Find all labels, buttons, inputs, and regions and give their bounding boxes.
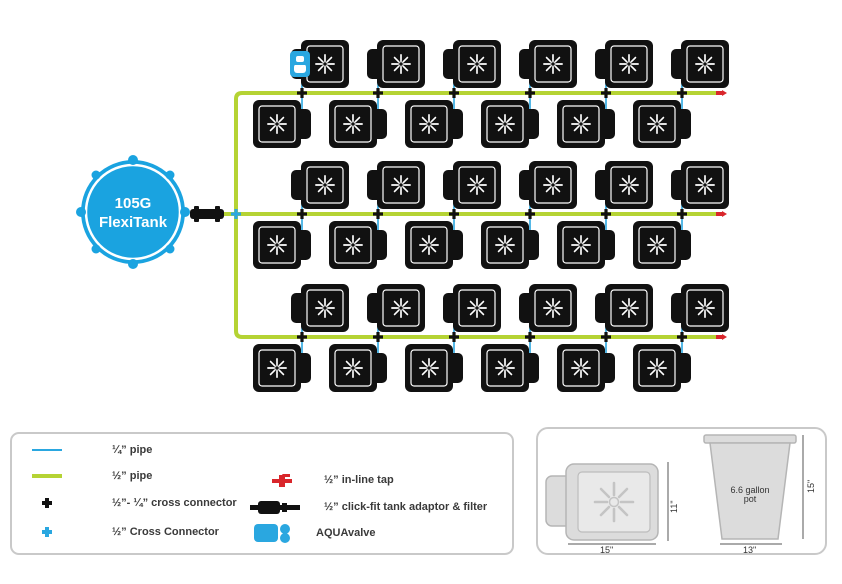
mixed-cross-connector — [373, 209, 383, 219]
legend-mixed-cross: ½”- ¼” cross connector — [30, 497, 237, 509]
pot-width-label: 13" — [743, 545, 756, 553]
pot — [595, 284, 653, 332]
mixed-cross-connector — [449, 332, 459, 342]
legend-tank-adaptor-label: ½” click-fit tank adaptor & filter — [324, 501, 488, 513]
pot — [367, 40, 425, 88]
pot — [481, 100, 539, 148]
mixed-cross-connector — [601, 209, 611, 219]
pot — [519, 40, 577, 88]
pot — [443, 284, 501, 332]
half-cross-connector — [231, 209, 241, 219]
pot — [405, 100, 463, 148]
mixed-cross-connector — [373, 88, 383, 98]
legend-aquavalve-label: AQUAvalve — [316, 527, 376, 539]
pot — [367, 284, 425, 332]
pot — [519, 161, 577, 209]
pot — [671, 161, 729, 209]
aquavalve-icon — [254, 524, 290, 543]
pot — [633, 221, 691, 269]
quarter-pipe-swatch — [32, 449, 62, 451]
cross-connectors — [231, 88, 687, 342]
pot — [481, 344, 539, 392]
legend-aquavalve: AQUAvalve — [252, 522, 376, 544]
inline-taps — [716, 90, 727, 340]
mixed-cross-connector — [677, 88, 687, 98]
pot — [557, 100, 615, 148]
mixed-cross-connector — [449, 88, 459, 98]
legend-quarter-pipe-label: ¼” pipe — [112, 444, 153, 456]
pot — [367, 161, 425, 209]
legend-half-cross: ½” Cross Connector — [30, 526, 219, 538]
legend-half-pipe: ½” pipe — [30, 470, 152, 482]
blue-cross-icon — [42, 527, 52, 537]
pot — [595, 161, 653, 209]
tray-width-label: 15" — [600, 545, 613, 553]
pot — [595, 40, 653, 88]
pot — [405, 344, 463, 392]
pot — [443, 161, 501, 209]
pot — [671, 40, 729, 88]
pot — [671, 284, 729, 332]
inline-tap — [716, 211, 727, 217]
mixed-cross-connector — [373, 332, 383, 342]
legend-half-cross-label: ½” Cross Connector — [112, 526, 219, 538]
inline-tap — [716, 334, 727, 340]
mixed-cross-connector — [525, 88, 535, 98]
tank-label-line2: FlexiTank — [99, 214, 168, 231]
legend-inline-tap-label: ½” in-line tap — [324, 474, 394, 486]
mixed-cross-connector — [297, 88, 307, 98]
tray-side-view — [545, 463, 659, 541]
pot — [443, 40, 501, 88]
pot — [519, 284, 577, 332]
inline-tap — [716, 90, 727, 96]
pot — [633, 100, 691, 148]
pot — [291, 284, 349, 332]
pot-label-line2: pot — [744, 494, 757, 504]
pot — [253, 100, 311, 148]
pot — [329, 100, 387, 148]
legend-quarter-pipe: ¼” pipe — [30, 444, 152, 456]
tray-flower-icon — [593, 481, 635, 523]
mixed-cross-connector — [601, 88, 611, 98]
legend-inline-tap: ½” in-line tap — [256, 471, 394, 489]
legend-mixed-cross-label: ½”- ¼” cross connector — [112, 497, 237, 509]
mixed-cross-connector — [297, 209, 307, 219]
pot — [633, 344, 691, 392]
tank-adaptor-filter — [190, 206, 224, 222]
tray-depth-label: 11" — [669, 500, 679, 513]
pot — [557, 344, 615, 392]
flexitank: 105G FlexiTank — [76, 155, 190, 269]
mixed-cross-connector — [677, 332, 687, 342]
dimensions-drawing: 15" 11" 6.6 gallon pot 13" 15" — [545, 434, 816, 555]
tank-label-line1: 105G — [115, 195, 152, 212]
inline-tap-icon — [272, 474, 292, 487]
pot — [481, 221, 539, 269]
pot — [405, 221, 463, 269]
black-cross-icon — [42, 498, 52, 508]
pot-grid — [253, 40, 729, 392]
pot — [291, 161, 349, 209]
pot — [253, 221, 311, 269]
mixed-cross-connector — [601, 332, 611, 342]
pot-height-label: 15" — [806, 480, 816, 493]
legend: ¼” pipe ½” pipe ½”- ¼” cross connector ½… — [10, 432, 514, 555]
mixed-cross-connector — [297, 332, 307, 342]
mixed-cross-connector — [525, 332, 535, 342]
pot — [329, 221, 387, 269]
pot-side-view: 6.6 gallon pot — [703, 434, 797, 540]
dimensions-panel: 15" 11" 6.6 gallon pot 13" 15" — [536, 427, 827, 555]
mixed-cross-connector — [525, 209, 535, 219]
pot — [329, 344, 387, 392]
mixed-cross-connector — [677, 209, 687, 219]
half-pipe-swatch — [32, 474, 62, 478]
tank-adaptor-icon — [250, 501, 300, 514]
legend-tank-adaptor: ½” click-fit tank adaptor & filter — [246, 498, 487, 516]
legend-half-pipe-label: ½” pipe — [112, 470, 153, 482]
aquavalve — [290, 51, 310, 77]
mixed-cross-connector — [449, 209, 459, 219]
irrigation-layout-diagram: 105G FlexiTank — [76, 40, 729, 392]
pot — [557, 221, 615, 269]
pot — [253, 344, 311, 392]
pot-label-line1: 6.6 gallon — [730, 485, 769, 495]
